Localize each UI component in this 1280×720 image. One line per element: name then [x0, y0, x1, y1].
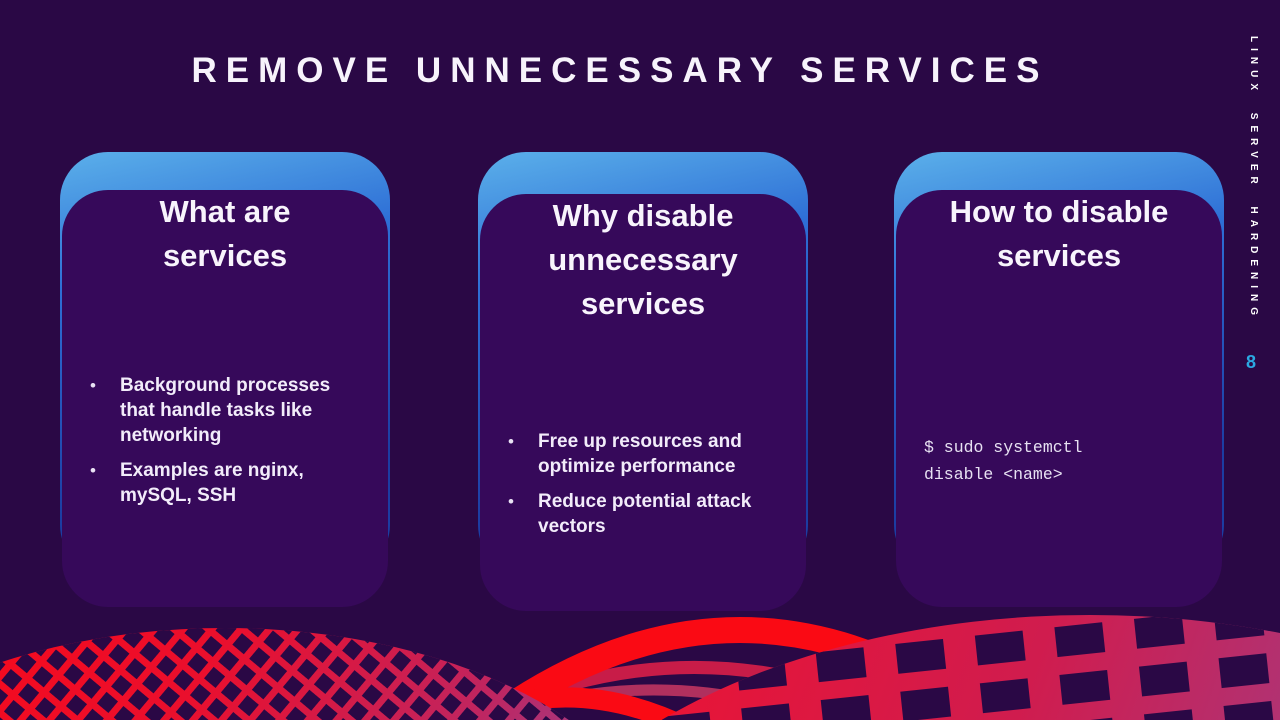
list-item: Background processes that handle tasks l…: [90, 373, 370, 448]
list-item: Reduce potential attack vectors: [508, 489, 788, 539]
bullet-list: Background processes that handle tasks l…: [90, 373, 370, 518]
list-item: Examples are nginx, mySQL, SSH: [90, 458, 370, 508]
slide-title: REMOVE UNNECESSARY SERVICES: [191, 51, 1049, 90]
command-line: disable <name>: [924, 465, 1063, 484]
command-line: $ sudo systemctl: [924, 438, 1083, 457]
bullet-icon: [90, 458, 120, 508]
bullet-icon: [90, 373, 120, 448]
bullet-text: Reduce potential attack vectors: [538, 491, 752, 537]
card-title: How to disable services: [949, 194, 1169, 273]
page-number: 8: [1245, 352, 1256, 372]
card-why-disable: Why disable unnecessary services Free up…: [478, 152, 808, 611]
left-mesh-dome: [0, 628, 569, 720]
bullet-icon: [508, 429, 538, 479]
bullet-list: Free up resources and optimize performan…: [508, 429, 788, 549]
card-title: What are services: [159, 194, 291, 273]
card-why-disable-body: Why disable unnecessary services Free up…: [480, 194, 806, 611]
card-how-to-disable-body: How to disable services $ sudo systemctl…: [896, 190, 1222, 607]
right-mesh-dome: [661, 615, 1280, 720]
card-what-are-services: What are services Background processes t…: [60, 152, 390, 607]
card-how-to-disable: How to disable services $ sudo systemctl…: [894, 152, 1224, 607]
card-what-are-services-body: What are services Background processes t…: [62, 190, 388, 607]
terminal-command: $ sudo systemctl disable <name>: [924, 434, 1208, 488]
bullet-text: Examples are nginx, mySQL, SSH: [120, 460, 304, 506]
bullet-text: Free up resources and optimize performan…: [538, 431, 742, 477]
list-item: Free up resources and optimize performan…: [508, 429, 788, 479]
card-title: Why disable unnecessary services: [548, 198, 738, 321]
deck-title-vertical-label: LINUX SERVER HARDENING: [1248, 36, 1259, 322]
bullet-icon: [508, 489, 538, 539]
red-swoosh-arcs: [445, 617, 1012, 720]
bullet-text: Background processes that handle tasks l…: [120, 375, 331, 446]
